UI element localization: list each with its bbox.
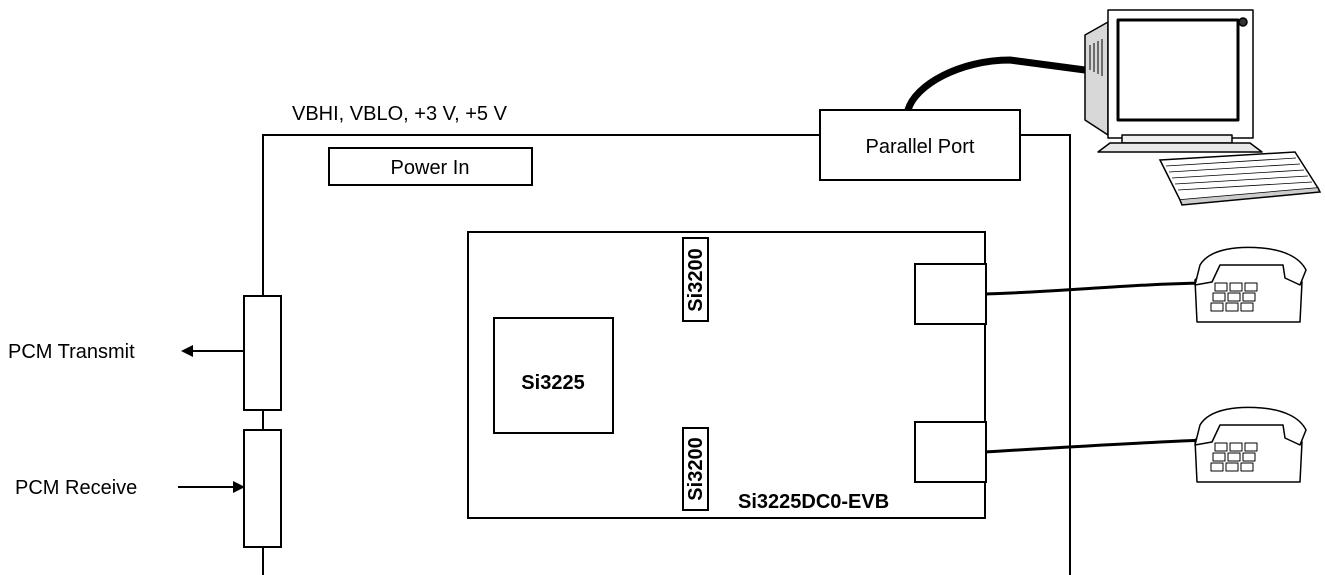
phone-line-top (984, 281, 1206, 296)
si3200-top-label: Si3200 (685, 248, 707, 311)
motherboard (262, 134, 1071, 575)
pcm-transmit-label: PCM Transmit (8, 341, 135, 363)
parallel-cable (904, 56, 1086, 112)
keyboard-icon (1158, 151, 1322, 206)
board-name-label: Si3225DC0-EVB (738, 491, 889, 513)
pcm-receive-label: PCM Receive (15, 477, 137, 499)
phone-line-bottom (984, 438, 1206, 454)
computer-monitor-icon (1084, 9, 1263, 153)
power-in-label: Power In (391, 157, 470, 179)
si3200-chip-bottom: Si3200 (682, 427, 709, 511)
pcm-receive-connector (243, 429, 282, 548)
telephone-icon-top (1194, 246, 1307, 323)
telephone-icon-bottom (1194, 406, 1307, 483)
si3200-bottom-label: Si3200 (685, 437, 707, 500)
parallel-port-block: Parallel Port (819, 109, 1021, 181)
pcm-transmit-connector (243, 295, 282, 411)
phone-jack-top (914, 263, 987, 325)
si3225-chip: Si3225 (493, 317, 614, 434)
power-rails-label: VBHI, VBLO, +3 V, +5 V (292, 103, 508, 125)
si3200-chip-top: Si3200 (682, 237, 709, 322)
power-in-block: Power In (328, 147, 533, 186)
parallel-port-label: Parallel Port (866, 136, 975, 158)
phone-jack-bottom (914, 421, 987, 483)
si3225-label: Si3225 (521, 372, 584, 394)
